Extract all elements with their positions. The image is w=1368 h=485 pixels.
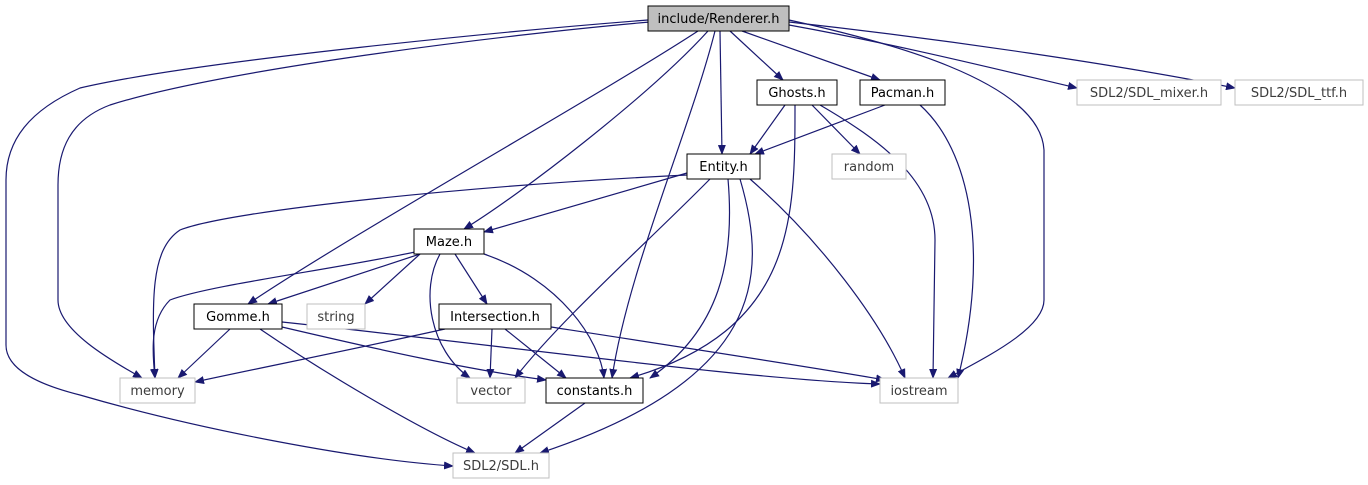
edge-ghosts-to-iostream <box>819 104 938 379</box>
node-label: SDL2/SDL_mixer.h <box>1090 86 1208 101</box>
node-box <box>859 79 946 106</box>
node-label: memory <box>130 384 185 399</box>
node-box <box>306 303 366 330</box>
edge-gomme-to-constants <box>281 326 547 383</box>
node-box <box>438 303 552 330</box>
node-string[interactable]: string <box>306 303 366 330</box>
node-ghosts[interactable]: Ghosts.h <box>756 79 838 106</box>
node-label: string <box>317 310 354 325</box>
edge-renderer-to-iostream <box>788 19 1045 379</box>
edge-maze-to-gomme <box>267 253 421 305</box>
edge-entity-to-memory <box>150 174 688 379</box>
node-label: include/Renderer.h <box>658 12 780 27</box>
node-label: Entity.h <box>699 160 747 175</box>
edge-entity-to-constants <box>649 178 731 379</box>
node-random[interactable]: random <box>831 153 907 180</box>
node-vector[interactable]: vector <box>456 377 526 404</box>
node-label: Intersection.h <box>450 310 540 325</box>
node-box <box>456 377 526 404</box>
node-box <box>413 228 485 255</box>
node-box <box>119 377 196 404</box>
node-label: constants.h <box>557 384 633 399</box>
node-label: Pacman.h <box>871 86 935 101</box>
edge-ghosts-to-constants <box>629 104 796 380</box>
node-box <box>1234 79 1364 106</box>
node-renderer[interactable]: include/Renderer.h <box>647 5 790 32</box>
edge-gomme-to-iostream <box>281 321 881 388</box>
node-label: vector <box>470 384 512 399</box>
node-label: random <box>844 160 894 175</box>
node-label: Ghosts.h <box>768 86 825 101</box>
edge-entity-to-maze <box>483 172 688 234</box>
node-box <box>756 79 838 106</box>
node-maze[interactable]: Maze.h <box>413 228 485 255</box>
node-gomme[interactable]: Gomme.h <box>193 303 283 330</box>
node-sdl[interactable]: SDL2/SDL.h <box>452 452 550 479</box>
edge-maze-to-string <box>364 253 421 305</box>
edge-intersection-to-memory <box>194 328 446 384</box>
node-box <box>545 377 644 404</box>
node-pacman[interactable]: Pacman.h <box>859 79 946 106</box>
node-label: Maze.h <box>426 235 472 250</box>
node-memory[interactable]: memory <box>119 377 196 404</box>
edge-renderer-to-sdl <box>5 19 649 470</box>
node-box <box>452 452 550 479</box>
node-label: SDL2/SDL_ttf.h <box>1251 86 1347 101</box>
node-box <box>686 153 761 180</box>
node-box <box>1076 79 1222 106</box>
edge-gomme-to-memory <box>177 328 231 379</box>
edge-renderer-to-ghosts <box>729 30 784 81</box>
edge-maze-to-constants <box>483 253 608 379</box>
edge-ghosts-to-entity <box>749 104 786 155</box>
edge-renderer-to-gomme <box>247 30 699 305</box>
edge-pacman-to-iostream <box>919 104 975 379</box>
edge-ghosts-to-random <box>811 104 861 155</box>
edge-intersection-to-iostream <box>550 326 886 383</box>
node-box <box>831 153 907 180</box>
edge-renderer-to-pacman <box>741 30 881 81</box>
node-entity[interactable]: Entity.h <box>686 153 761 180</box>
edge-maze-to-memory <box>150 251 416 379</box>
edge-renderer-to-sdl_ttf <box>788 21 1236 91</box>
edge-entity-to-iostream <box>749 178 906 379</box>
edge-renderer-to-memory <box>57 21 651 379</box>
edge-pacman-to-entity <box>754 104 886 155</box>
node-box <box>193 303 283 330</box>
node-iostream[interactable]: iostream <box>879 377 959 404</box>
node-sdl-ttf[interactable]: SDL2/SDL_ttf.h <box>1234 79 1364 106</box>
edge-intersection-to-constants <box>504 328 567 379</box>
node-sdl-mixer[interactable]: SDL2/SDL_mixer.h <box>1076 79 1222 106</box>
edge-renderer-to-constants <box>609 30 716 379</box>
node-box <box>647 5 790 32</box>
edge-maze-to-vector <box>429 253 471 379</box>
edge-intersection-to-vector <box>486 328 495 379</box>
edge-constants-to-sdl <box>514 402 586 454</box>
edge-renderer-to-maze <box>463 30 709 230</box>
edge-renderer-to-entity <box>717 30 726 155</box>
edge-entity-to-vector <box>514 178 711 379</box>
edge-maze-to-intersection <box>454 253 488 305</box>
node-label: iostream <box>890 384 947 399</box>
edge-renderer-to-sdl_mixer <box>788 24 1078 90</box>
node-constants[interactable]: constants.h <box>545 377 644 404</box>
edge-gomme-to-sdl <box>259 328 476 454</box>
edge-entity-to-sdl <box>539 178 753 454</box>
node-intersection[interactable]: Intersection.h <box>438 303 552 330</box>
node-box <box>879 377 959 404</box>
node-label: SDL2/SDL.h <box>463 459 539 474</box>
node-label: Gomme.h <box>206 310 270 325</box>
